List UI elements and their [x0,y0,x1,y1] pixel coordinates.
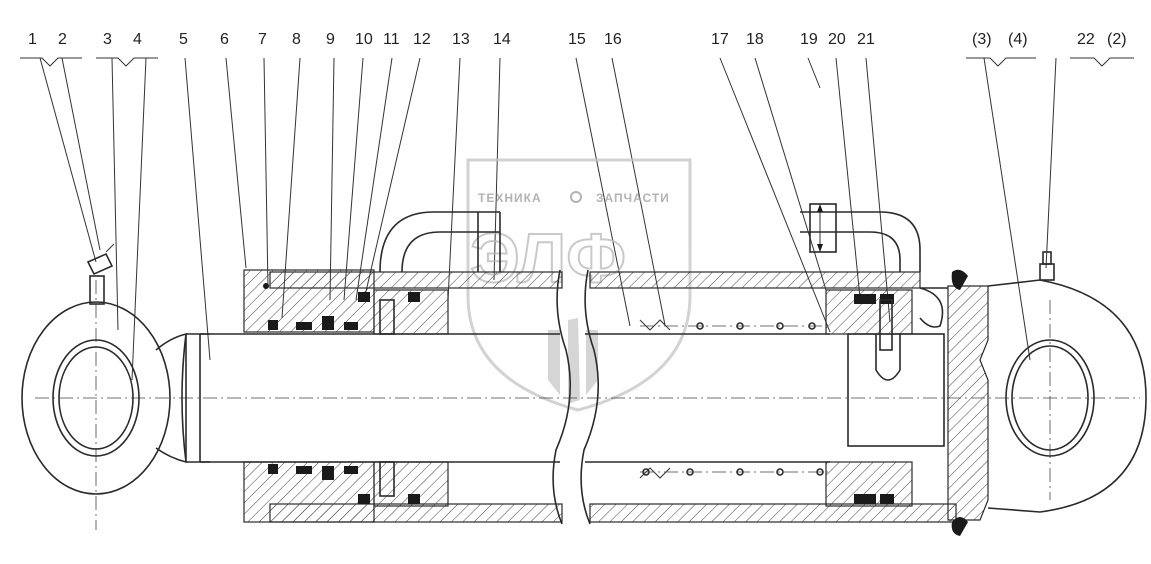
piston [825,289,945,507]
callout-1: 1 [28,31,37,48]
callout-20: 20 [828,31,846,48]
callout-9: 9 [326,31,335,48]
callout-6: 6 [220,31,229,48]
callout-(2): (2) [1107,31,1127,48]
leader-shelves [20,57,1134,67]
watermark-text-left: ТЕХНИКА [478,191,542,205]
callout-labels: 1 2 3 4 5 6 7 8 9 10 11 12 13 14 15 16 1… [28,31,1127,48]
callout-5: 5 [179,31,188,48]
callout-18: 18 [746,31,764,48]
callout-(4): (4) [1008,31,1028,48]
callout-3: 3 [103,31,112,48]
hydraulic-pipe [379,203,944,328]
callout-17: 17 [711,31,729,48]
callout-(3): (3) [972,31,992,48]
cylinder-head [243,269,449,523]
callout-16: 16 [604,31,622,48]
grease-nipple-left [86,243,115,305]
callout-8: 8 [292,31,301,48]
callout-2: 2 [58,31,67,48]
callout-21: 21 [857,31,875,48]
spring-elements [639,319,830,479]
break-lines [552,269,600,525]
callout-10: 10 [355,31,373,48]
grease-nipple-right [1039,251,1055,281]
callout-11: 11 [383,31,400,48]
callout-7: 7 [258,31,267,48]
callout-22: 22 [1077,31,1095,48]
callout-13: 13 [452,31,470,48]
callout-19: 19 [800,31,818,48]
gear-icon [570,191,582,203]
dimension-arrow [817,204,823,252]
callout-4: 4 [133,31,142,48]
watermark-text-right: ЗАПЧАСТИ [596,191,670,205]
cylinder-bottom [947,269,989,536]
callout-12: 12 [413,31,431,48]
callout-14: 14 [493,31,511,48]
rod-eye-left [21,301,210,495]
callout-15: 15 [568,31,586,48]
rod-eye-right [987,279,1147,513]
